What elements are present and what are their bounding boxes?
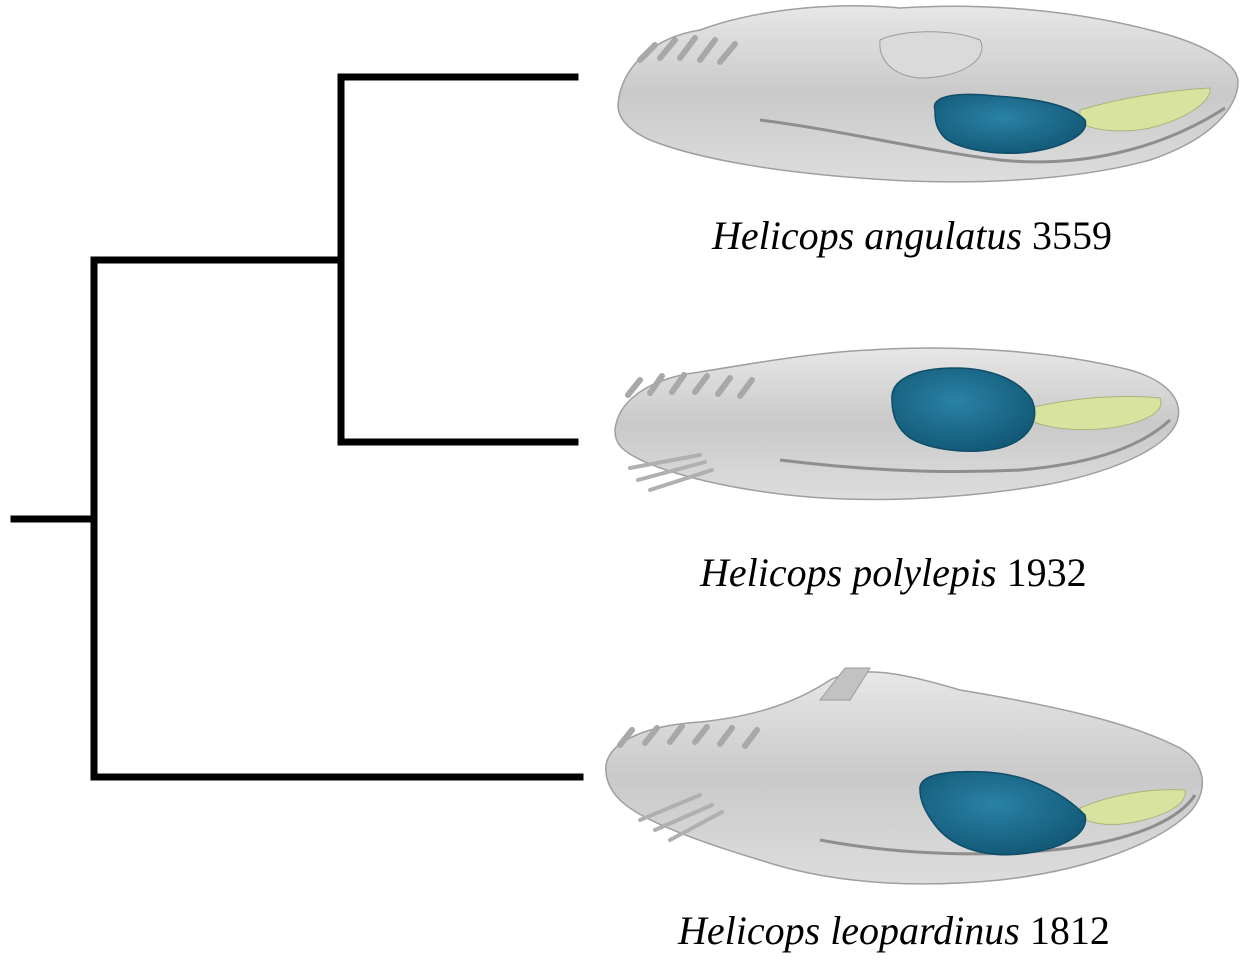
specimen-number: 1932 xyxy=(1007,550,1087,595)
taxon-name: Helicops angulatus xyxy=(712,213,1022,258)
skull-render-angulatus xyxy=(618,6,1238,182)
taxon-name: Helicops leopardinus xyxy=(678,908,1020,953)
specimen-number: 3559 xyxy=(1032,213,1112,258)
taxon-name: Helicops polylepis xyxy=(700,550,997,595)
specimen-number: 1812 xyxy=(1030,908,1110,953)
skull-render-leopardinus xyxy=(606,668,1203,884)
taxon-label-leopardinus: Helicops leopardinus 1812 xyxy=(678,907,1110,954)
taxon-label-angulatus: Helicops angulatus 3559 xyxy=(712,212,1112,259)
skull-render-polylepis xyxy=(615,348,1179,499)
taxon-label-polylepis: Helicops polylepis 1932 xyxy=(700,549,1087,596)
phylogenetic-tree xyxy=(14,77,580,777)
